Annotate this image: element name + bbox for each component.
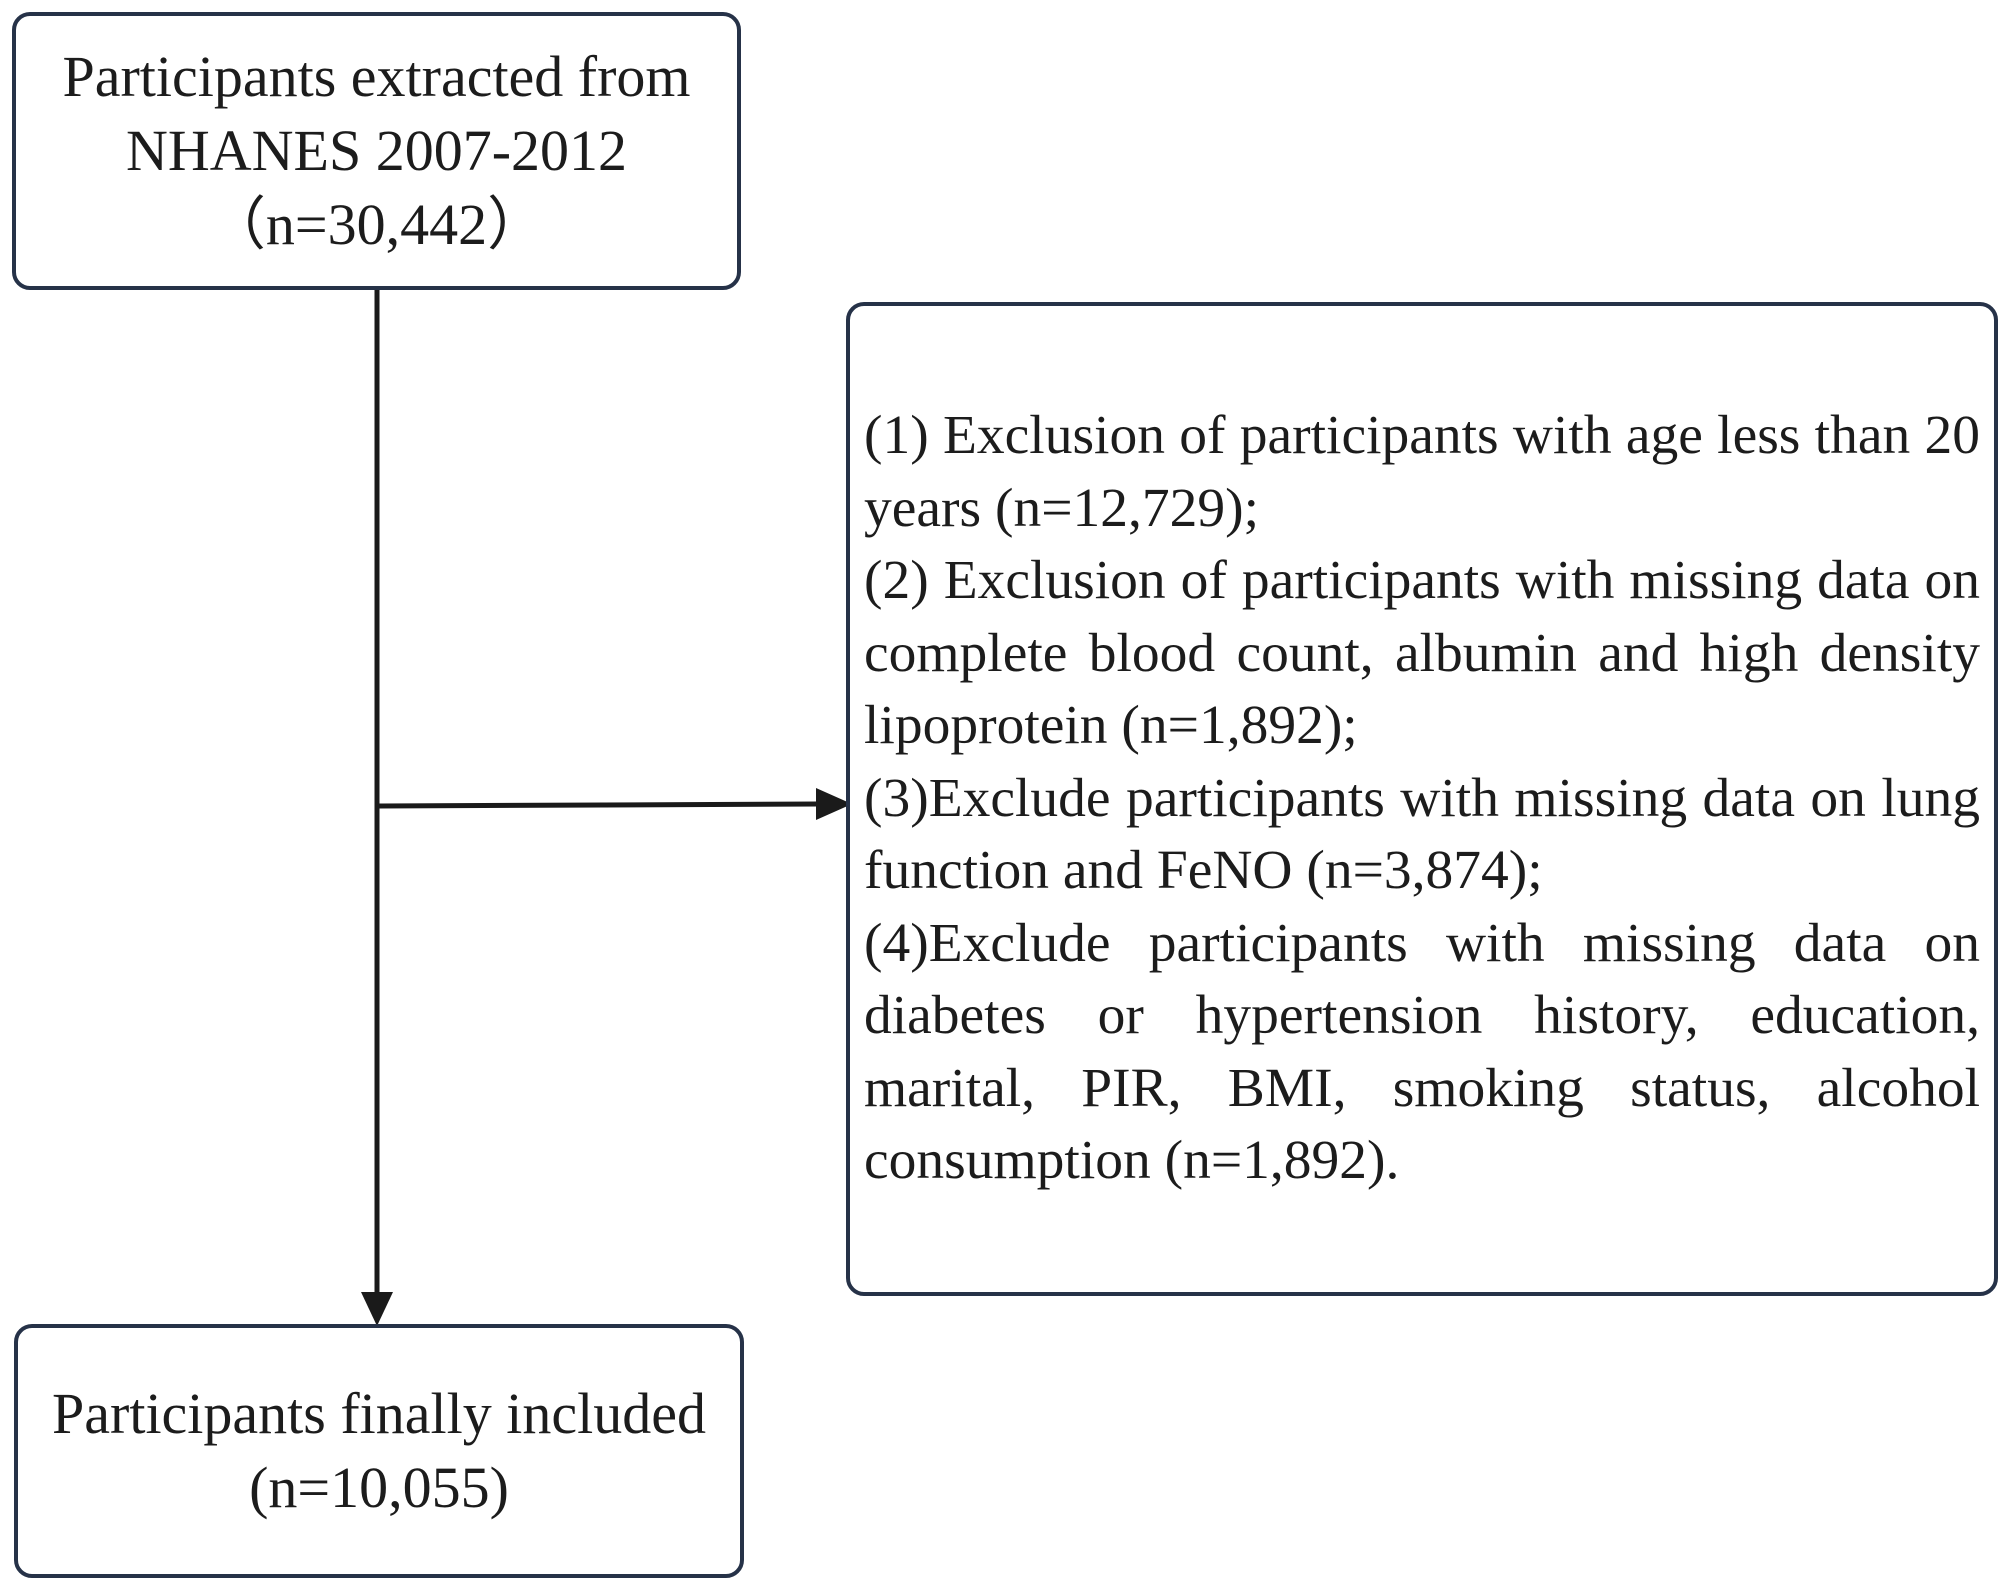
branch-horizontal-connector xyxy=(376,801,819,809)
source-population-box: Participants extracted from NHANES 2007-… xyxy=(12,12,741,290)
source-line-2: NHANES 2007-2012 xyxy=(125,118,628,183)
down-arrowhead xyxy=(361,1292,393,1326)
exclusion-criteria-box: (1) Exclusion of participants with age l… xyxy=(846,302,1998,1296)
exclusion-item-1: (1) Exclusion of participants with age l… xyxy=(864,405,1980,539)
source-line-3: （n=30,442） xyxy=(207,192,546,257)
final-line-1: Participants finally included xyxy=(52,1381,706,1446)
final-included-box: Participants finally included (n=10,055) xyxy=(14,1324,744,1578)
source-line-1: Participants extracted from xyxy=(62,44,691,109)
exclusion-item-3: (3)Exclude participants with missing dat… xyxy=(864,767,1980,902)
right-arrowhead xyxy=(816,788,852,820)
final-line-2: (n=10,055) xyxy=(249,1455,509,1520)
exclusion-item-2: (2) Exclusion of participants with missi… xyxy=(864,550,1980,757)
exclusion-item-4: (4)Exclude participants with missing dat… xyxy=(864,912,1980,1192)
